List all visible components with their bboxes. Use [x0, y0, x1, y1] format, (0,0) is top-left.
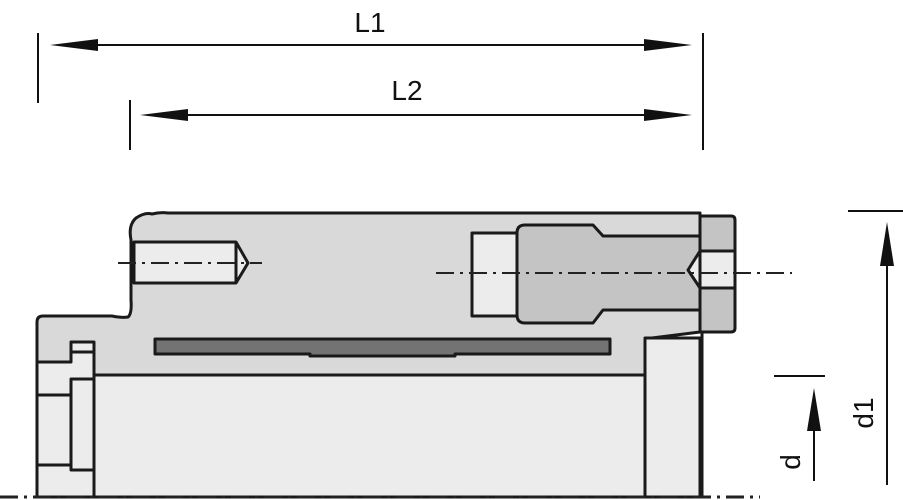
hex-socket — [686, 249, 737, 290]
left-flange — [35, 340, 96, 499]
label-d1: d1 — [848, 397, 879, 428]
dimension-l1: L1 — [37, 7, 704, 150]
arrow-up-icon — [880, 222, 894, 266]
left-flange-detail — [37, 350, 94, 472]
dimension-d1: d1 — [848, 210, 903, 485]
arrow-right-icon — [644, 39, 692, 51]
screw-bore — [470, 231, 520, 318]
hub-body — [35, 211, 792, 499]
clamping-sleeve — [153, 337, 612, 358]
dimension-d: d — [774, 375, 825, 481]
arrow-up-icon — [807, 388, 821, 431]
arrow-left-icon — [140, 109, 188, 121]
inner-ring — [643, 336, 702, 499]
label-l1: L1 — [354, 7, 385, 38]
arrow-right-icon — [644, 109, 692, 121]
label-l2: L2 — [391, 75, 422, 106]
arrow-left-icon — [50, 39, 98, 51]
dimension-l2: L2 — [129, 75, 692, 150]
label-d: d — [775, 454, 806, 470]
bore — [92, 373, 647, 499]
